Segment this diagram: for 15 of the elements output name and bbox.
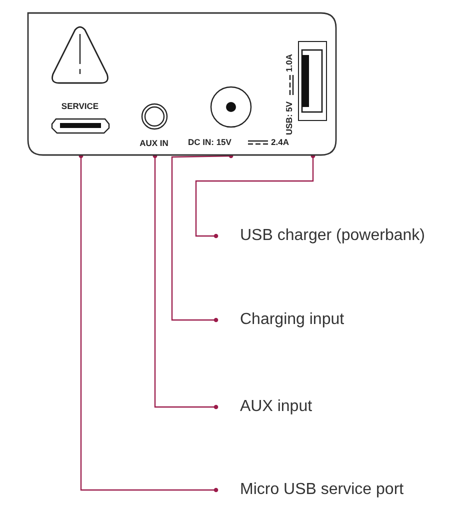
callout-label: USB charger (powerbank) bbox=[216, 224, 436, 248]
port-label: SERVICE bbox=[61, 101, 99, 111]
port-label: 2.4A bbox=[271, 137, 289, 147]
leader-line bbox=[195, 154, 316, 238]
port-label: 1.0A bbox=[284, 54, 294, 72]
device-panel bbox=[27, 12, 337, 156]
port-label: DC IN: 15V bbox=[188, 137, 232, 147]
callout-label: Micro USB service port bbox=[216, 478, 436, 502]
callout-label: AUX input bbox=[216, 395, 336, 419]
callout-label: Charging input bbox=[216, 308, 376, 332]
port-label: USB: 5V bbox=[284, 101, 294, 135]
port-label: AUX IN bbox=[140, 138, 168, 148]
leader-line bbox=[152, 154, 218, 410]
leader-line bbox=[171, 154, 234, 322]
leader-line bbox=[78, 154, 218, 492]
